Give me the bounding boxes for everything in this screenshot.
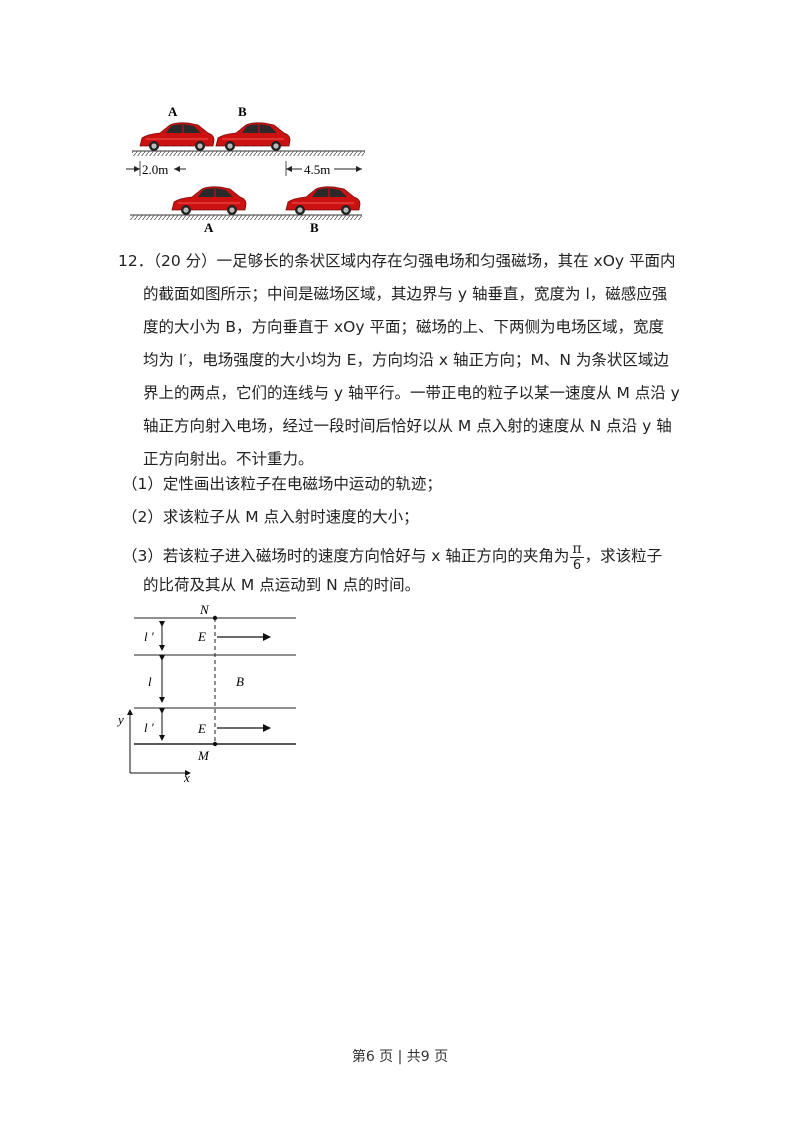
dim-right-text: 4.5m (304, 162, 330, 177)
sub-question-2: （2）求该粒子从 M 点入射时速度的大小； (122, 508, 419, 526)
page-footer: 第6 页 | 共9 页 (351, 1049, 449, 1065)
label-m: M (197, 748, 210, 763)
label-e-top: E (197, 629, 206, 644)
fraction-numerator: π (570, 540, 584, 558)
problem-line-2: 的截面如图所示；中间是磁场区域，其边界与 y 轴垂直，宽度为 l，磁感应强 (143, 285, 668, 303)
car-b-bottom (285, 186, 361, 216)
problem-line-3: 度的大小为 B，方向垂直于 xOy 平面；磁场的上、下两侧为电场区域，宽度 (143, 318, 664, 336)
problem-line-5: 界上的两点，它们的连线与 y 轴平行。一带正电的粒子以某一速度从 M 点沿 y (143, 384, 680, 402)
fraction-denominator: 6 (572, 557, 582, 573)
label-l: l (148, 674, 152, 689)
car-b-top (215, 122, 291, 152)
label-l-prime-top: l ′ (144, 629, 154, 644)
car-a-top (139, 122, 215, 152)
car-b-top-label: B (238, 104, 247, 119)
car-a-bottom-label: A (204, 220, 214, 234)
problem-line-7: 正方向射出。不计重力。 (143, 450, 314, 468)
label-e-bottom: E (197, 721, 206, 736)
dim-2m: 2.0m (126, 161, 186, 177)
point-n (212, 615, 218, 621)
car-a-bottom (171, 186, 247, 216)
label-l-prime-bottom: l ′ (144, 720, 154, 735)
car-a-top-label: A (168, 104, 178, 119)
axis-x-label: x (183, 770, 190, 784)
problem-line-4: 均为 l′，电场强度的大小均为 E，方向均沿 x 轴正方向；M、N 为条状区域边 (143, 351, 669, 369)
car-b-bottom-label: B (310, 220, 319, 234)
cars-figure: A B 2.0m 4.5m A B (126, 104, 365, 234)
label-b: B (236, 674, 244, 689)
axis-y-label: y (116, 712, 124, 727)
sub-question-3-text-a: （3）若该粒子进入磁场时的速度方向恰好与 x 轴正方向的夹角为 (122, 547, 570, 565)
sub-question-1: （1）定性画出该粒子在电磁场中运动的轨迹； (122, 475, 442, 493)
problem-line-6: 轴正方向射入电场，经过一段时间后恰好以从 M 点入射的速度从 N 点沿 y 轴 (143, 417, 672, 435)
dim-left-text: 2.0m (142, 162, 168, 177)
problem-line-1: 12．（20 分）一足够长的条状区域内存在匀强电场和匀强磁场，其在 xOy 平面… (118, 252, 676, 270)
sub-question-3-line-2: 的比荷及其从 M 点运动到 N 点的时间。 (143, 576, 421, 594)
label-n: N (199, 602, 210, 617)
sub-question-3-text-b: ，求该粒子 (584, 547, 663, 565)
point-m (212, 741, 218, 747)
field-diagram: N M E E B l ′ l l ′ y x (116, 602, 296, 784)
dim-4-5m: 4.5m (285, 161, 362, 177)
